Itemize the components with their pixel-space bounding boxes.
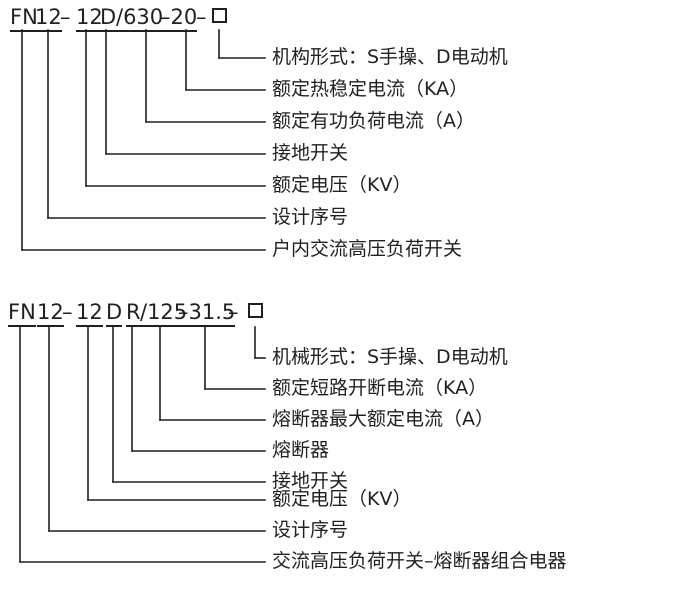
model-code-segment: 12 xyxy=(76,4,103,32)
model-code-segment: – xyxy=(62,300,73,324)
designation-label: 机械形式：S手操、D电动机 xyxy=(272,346,508,368)
model-code-segment: FN xyxy=(8,299,36,327)
model-code-segment: 12 xyxy=(35,4,62,32)
variant-placeholder-box-icon xyxy=(212,8,227,23)
designation-label: 机构形式：S手操、D电动机 xyxy=(272,46,508,68)
model-code-segment: – xyxy=(228,300,239,324)
designation-label: 接地开关 xyxy=(272,470,349,492)
model-code-segment: FN xyxy=(10,4,38,32)
model-code-segment: 12 xyxy=(37,299,64,327)
model-code-segment xyxy=(248,299,263,325)
designation-label: 额定有功负荷电流（A） xyxy=(272,110,475,132)
model-code-segment: – xyxy=(196,5,207,29)
model-code-segment: R xyxy=(126,299,141,327)
designation-label: 额定短路开断电流（KA） xyxy=(272,377,488,399)
designation-label: 熔断器 xyxy=(272,439,330,461)
leader-lines-2 xyxy=(19,326,266,563)
designation-label: 设计序号 xyxy=(272,519,349,541)
designation-label: 户内交流高压负荷开关 xyxy=(272,238,463,260)
designation-label: 额定电压（KV） xyxy=(272,174,412,196)
designation-label: 设计序号 xyxy=(272,206,349,228)
designation-label: 额定热稳定电流（KA） xyxy=(272,78,469,100)
designation-label: 额定电压（KV） xyxy=(272,488,412,510)
leader-lines-1 xyxy=(21,29,266,251)
model-code-segment xyxy=(212,4,227,30)
model-code-segment: – xyxy=(60,5,71,29)
designation-label: 交流高压负荷开关–熔断器组合电器 xyxy=(272,550,567,572)
model-code-segment: D xyxy=(106,299,123,327)
variant-placeholder-box-icon xyxy=(248,303,263,318)
model-code-segment: 12 xyxy=(76,299,103,327)
model-code-segment: –31.5 xyxy=(178,299,236,327)
designation-label: 熔断器最大额定电流（A） xyxy=(272,408,494,430)
model-code-segment: /125 xyxy=(140,299,188,327)
model-code-segment: /630 xyxy=(116,4,164,32)
model-code-segment: D xyxy=(100,4,117,32)
designation-label: 接地开关 xyxy=(272,142,349,164)
model-code-segment: –20 xyxy=(160,4,198,32)
